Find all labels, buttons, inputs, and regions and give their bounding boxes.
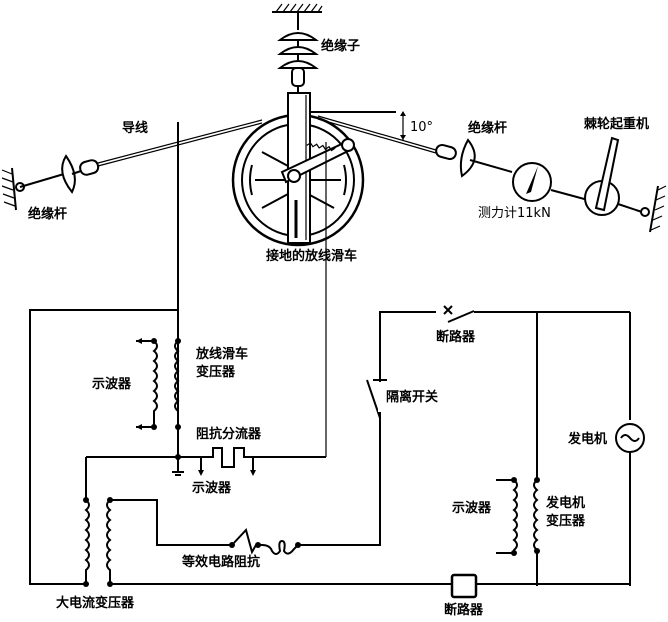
breaker-top: [443, 305, 630, 323]
equivalent-impedance-label: 等效电路阻抗: [181, 554, 260, 570]
breaker-top-label: 断路器: [436, 329, 476, 345]
dynamometer-label: 测力计11kN: [478, 206, 551, 221]
grounded-pulley-label: 接地的放线滑车: [266, 248, 357, 264]
angle-label: 10°: [410, 120, 433, 135]
conductor-left: [97, 119, 263, 167]
equivalent-impedance: [110, 311, 436, 555]
left-loop-wire: [29, 309, 178, 585]
disconnect-switch-label: 隔离开关: [386, 389, 438, 405]
conductor-right: [317, 115, 437, 154]
dynamometer: [512, 162, 589, 202]
breaker-bottom-label: 断路器: [444, 602, 484, 618]
right-insulating-rod-label: 绝缘杆: [468, 120, 507, 136]
angle-annotation: [400, 111, 406, 140]
ratchet-hoist-label: 棘轮起重机: [584, 116, 649, 132]
generator-transformer: [496, 312, 540, 586]
impedance-shunt-label: 阻抗分流器: [196, 426, 262, 442]
high-current-transformer: [83, 457, 113, 587]
insulator-string: [277, 32, 319, 93]
pulley-transformer: [136, 338, 181, 430]
left-insulating-rod-label: 绝缘杆: [28, 206, 67, 222]
right-wall-anchor: [640, 185, 667, 233]
oscilloscope-right-label: 示波器: [452, 500, 492, 516]
generator-transformer-label-2: 变压器: [546, 513, 586, 529]
oscilloscope-shunt-label: 示波器: [192, 480, 232, 496]
insulator-label: 绝缘子: [321, 38, 360, 54]
left-insulating-rod: [19, 154, 100, 194]
generator-transformer-label-1: 发电机: [545, 495, 585, 511]
ratchet-hoist: [584, 136, 643, 216]
oscilloscope-left-label: 示波器: [92, 376, 132, 392]
pulley-transformer-label-1: 放线滑车: [195, 346, 248, 362]
generator: [615, 423, 645, 453]
high-current-transformer-label: 大电流变压器: [56, 595, 135, 611]
breaker-bottom: [450, 573, 478, 599]
ceiling-support: [272, 3, 323, 30]
left-wall-anchor: [1, 167, 25, 211]
grounded-pulley: [231, 92, 396, 247]
conductor-label: 导线: [122, 120, 148, 136]
pulley-transformer-label-2: 变压器: [196, 364, 236, 380]
disconnect-switch: [366, 379, 387, 419]
generator-label: 发电机: [567, 431, 607, 447]
impedance-shunt: [86, 447, 326, 476]
right-insulating-rod: [435, 138, 513, 178]
